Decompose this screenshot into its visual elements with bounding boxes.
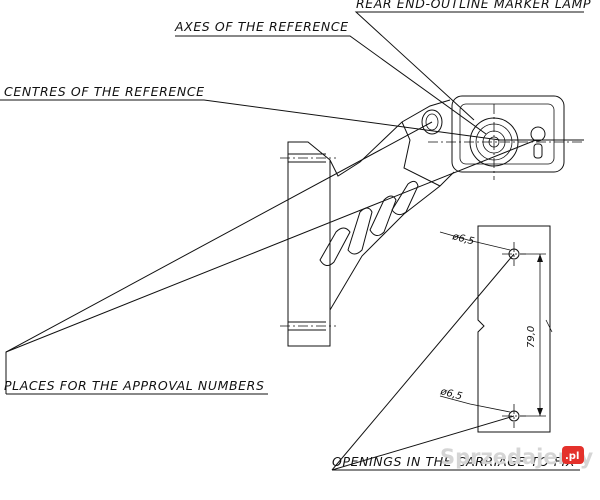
- label-approval-numbers: PLACES FOR THE APPROVAL NUMBERS: [4, 378, 265, 393]
- lamp-bracket: [280, 95, 565, 347]
- spacing-dimension: [520, 253, 546, 417]
- diameter-leader-top: [439, 231, 511, 251]
- lamp-housing-inner: [459, 103, 555, 165]
- label-openings-fix: OPENINGS IN THE CARRIAGE TO FIX: [332, 454, 575, 469]
- watermark-badge: .pl: [565, 451, 579, 462]
- bracket-notch: [401, 121, 441, 187]
- mounting-plate-outline: [287, 141, 331, 347]
- bracket-arm-outline: [329, 99, 455, 346]
- carriage-plate: [439, 225, 553, 433]
- dimension-diameter-bottom: ø6,5: [438, 386, 463, 403]
- diameter-leader-bottom: [439, 395, 511, 413]
- dimension-spacing: 79,0: [526, 326, 537, 348]
- reference-axes: [428, 104, 584, 180]
- label-centres-reference: CENTRES OF THE REFERENCE: [4, 84, 205, 99]
- label-rear-lamp: REAR END-OUTLINE MARKER LAMP: [356, 0, 591, 11]
- label-axes-reference: AXES OF THE REFERENCE: [174, 19, 349, 34]
- lamp-housing-outer: [451, 95, 565, 173]
- arm-slots: [319, 180, 419, 266]
- leader-lines: [0, 11, 584, 471]
- dimension-diameter-top: ø6,5: [450, 231, 475, 248]
- carriage-plate-outline: [477, 225, 551, 433]
- logo-oval: [421, 109, 443, 135]
- approval-mark-circle: [530, 126, 546, 142]
- watermark-badge-bg: [562, 446, 584, 464]
- plate-holes: [280, 153, 336, 331]
- watermark: Sprzedajemy .pl: [440, 445, 594, 469]
- reflector-slot: [533, 143, 543, 159]
